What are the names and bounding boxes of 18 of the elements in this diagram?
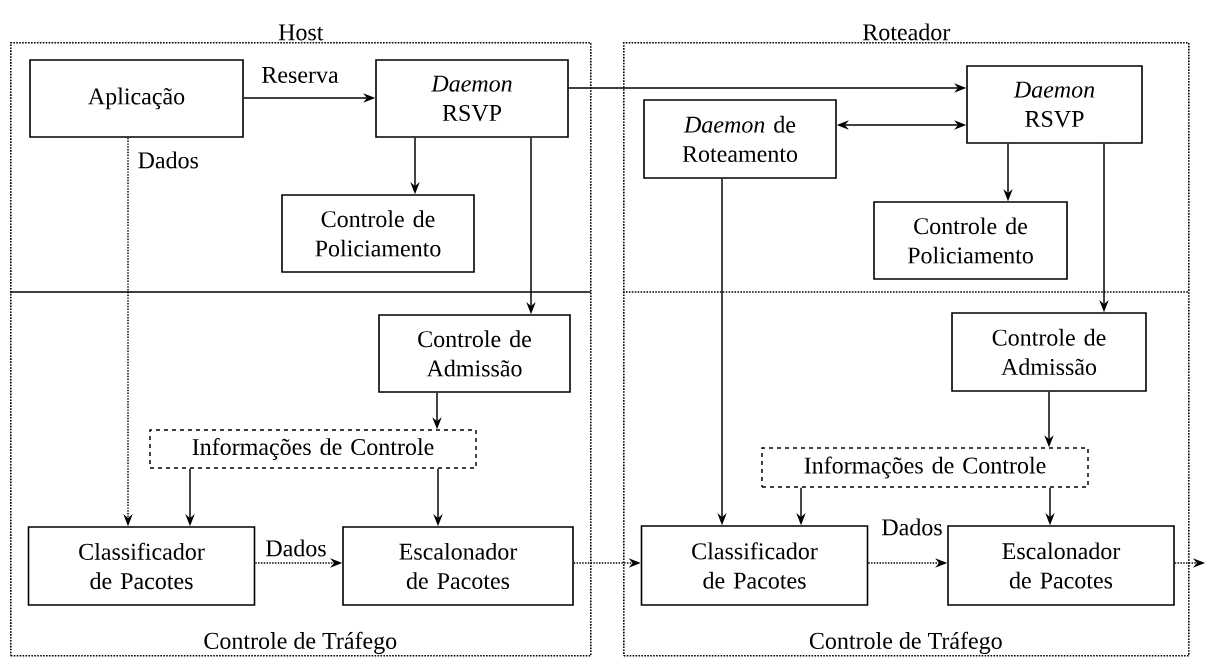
process-box: Classificador de Pacotes <box>640 525 869 606</box>
process-box: Controle de Policiamento <box>281 194 475 273</box>
edge-label: Dados <box>136 150 201 170</box>
edge-label: Reserva <box>260 65 340 85</box>
process-box: Escalonador de Pacotes <box>947 525 1175 606</box>
process-box: Daemon de Roteamento <box>643 99 837 179</box>
process-box: Daemon RSVP <box>375 59 569 138</box>
process-box: Aplicação <box>29 59 244 138</box>
dashed-box: Informações de Controle <box>149 429 477 469</box>
process-box: Classificador de Pacotes <box>27 526 256 606</box>
process-box: Controle de Policiamento <box>873 201 1068 280</box>
edge-label: Dados <box>880 517 944 537</box>
edge-label: Dados <box>264 538 328 558</box>
dashed-box: Informações de Controle <box>761 447 1089 488</box>
process-box: Daemon RSVP <box>966 65 1143 144</box>
process-box: Escalonador de Pacotes <box>342 526 574 606</box>
process-box: Controle de Admissão <box>378 314 571 393</box>
process-box: Controle de Admissão <box>951 312 1147 392</box>
